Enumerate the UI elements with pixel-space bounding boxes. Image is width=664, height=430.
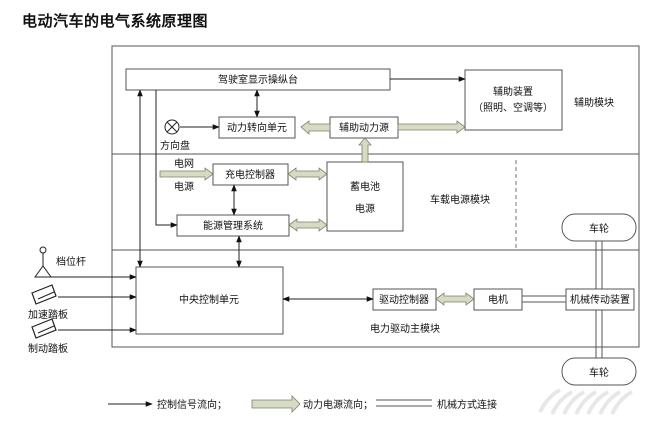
battery-label: 蓄电池: [350, 180, 380, 193]
central-control-box: [135, 266, 284, 335]
mechanical-links: [522, 241, 603, 358]
aux-power-label: 辅助动力源: [339, 121, 389, 134]
grid-source-label: 电源: [174, 180, 194, 193]
diagram-title: 电动汽车的电气系统原理图: [22, 12, 209, 30]
transmission-label: 机械传动装置: [570, 293, 630, 306]
grid-label: 电网: [174, 157, 194, 170]
wheel-bottom: [561, 357, 637, 386]
legend-control-label: 控制信号流向；: [157, 398, 227, 411]
energy-management-label: 能源管理系统: [203, 219, 263, 232]
wheel-top-label: 车轮: [589, 222, 609, 235]
cockpit-console-label: 驾驶室显示操纵台: [218, 73, 298, 86]
motor-label: 电机: [488, 293, 508, 306]
power-flow-arrows: [159, 120, 475, 306]
transmission-box: [565, 288, 635, 311]
steering-wheel-icon: [164, 119, 180, 135]
central-control-label: 中央控制单元: [179, 293, 239, 306]
control-signal-lines: [43, 76, 466, 333]
brake-pedal-label: 制动踏板: [28, 342, 68, 355]
legend-power-label: 动力电源流向；: [303, 398, 373, 411]
aux-device-note: （照明、空调等）: [473, 101, 553, 114]
onboard-module-label: 车载电源模块: [430, 193, 490, 206]
watermark-icon: [538, 388, 633, 415]
battery-box: [326, 161, 404, 232]
steering-wheel-label: 方向盘: [160, 139, 190, 152]
wheel-bottom-label: 车轮: [589, 366, 609, 379]
accelerator-pedal-icon: [31, 284, 57, 305]
legend-power-symbol: [251, 395, 301, 413]
drive-controller-label: 驱动控制器: [379, 293, 429, 306]
gear-lever-label: 档位杆: [56, 255, 86, 268]
legend: 控制信号流向； 动力电源流向； 机械方式连接: [108, 395, 497, 413]
aux-device-label: 辅助装置: [493, 85, 533, 98]
legend-mech-label: 机械方式连接: [437, 398, 497, 411]
charge-controller-label: 充电控制器: [225, 168, 275, 181]
battery-source-label: 电源: [355, 202, 375, 215]
drive-module-label: 电力驱动主模块: [370, 322, 440, 335]
brake-pedal-icon: [31, 318, 57, 339]
power-steering-label: 动力转向单元: [227, 121, 287, 134]
accelerator-pedal-label: 加速踏板: [28, 308, 68, 321]
gear-lever-icon: [34, 246, 52, 278]
motor-box: [473, 288, 523, 311]
wheel-top: [561, 213, 637, 242]
aux-device-box: [464, 69, 563, 131]
aux-module-label: 辅助模块: [574, 96, 614, 109]
